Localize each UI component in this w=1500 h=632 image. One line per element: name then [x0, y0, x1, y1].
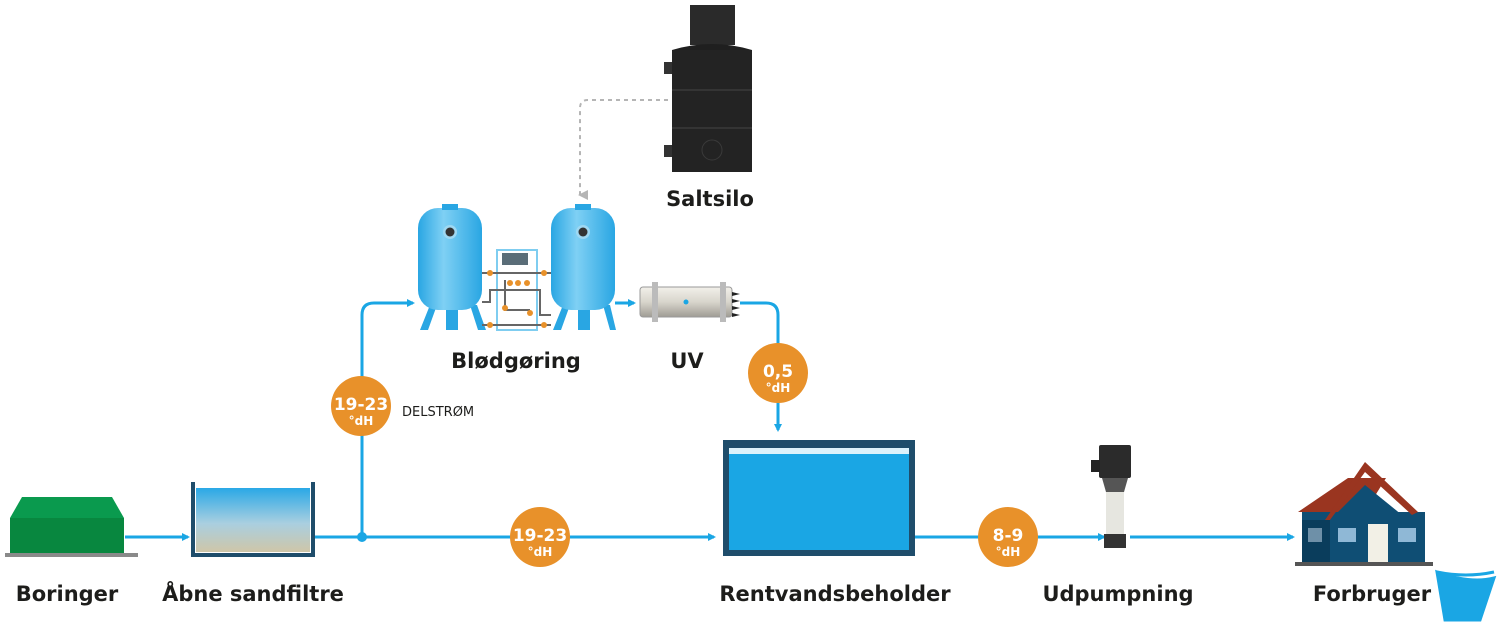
pipe-uv-reservoir: [740, 301, 782, 432]
badge-value: 8-9: [993, 526, 1024, 546]
label-uv: UV: [670, 349, 704, 373]
label-rentvandsbeholder: Rentvandsbeholder: [719, 582, 951, 606]
salt-feed-line: [578, 99, 668, 200]
hardness-badge-delstrom: 19-23 °dH: [331, 376, 391, 436]
hardness-badge-main: 19-23 °dH: [510, 507, 570, 567]
label-saltsilo: Saltsilo: [666, 187, 754, 211]
badge-unit: °dH: [766, 381, 791, 395]
badge-unit: °dH: [528, 545, 553, 559]
label-delstrom: DELSTRØM: [402, 405, 474, 420]
hardness-badge-softened: 0,5 °dH: [748, 343, 808, 403]
pump-icon: [1091, 445, 1131, 548]
softener-icon: [418, 204, 616, 331]
sand-filter-icon: [191, 482, 315, 557]
uv-reactor-icon: [639, 282, 740, 322]
badge-unit: °dH: [349, 414, 374, 428]
label-blodgoring: Blødgøring: [451, 349, 581, 373]
label-udpumpning: Udpumpning: [1042, 582, 1193, 606]
pipes: [125, 99, 1295, 542]
pipe-delstrom: [360, 299, 415, 537]
reservoir-icon: [723, 440, 915, 556]
boringer-well-icon: [5, 497, 138, 557]
badge-value: 19-23: [334, 395, 388, 415]
hardness-badge-mixed: 8-9 °dH: [978, 507, 1038, 567]
label-sandfiltre: Åbne sandfiltre: [162, 581, 344, 606]
label-forbruger: Forbruger: [1313, 582, 1432, 606]
badge-unit: °dH: [996, 545, 1021, 559]
water-glass-icon: [1435, 569, 1497, 622]
house-icon: [1295, 462, 1433, 566]
badge-value: 0,5: [763, 362, 793, 382]
label-boringer: Boringer: [16, 582, 119, 606]
saltsilo-icon: [664, 5, 752, 172]
badge-value: 19-23: [513, 526, 567, 546]
